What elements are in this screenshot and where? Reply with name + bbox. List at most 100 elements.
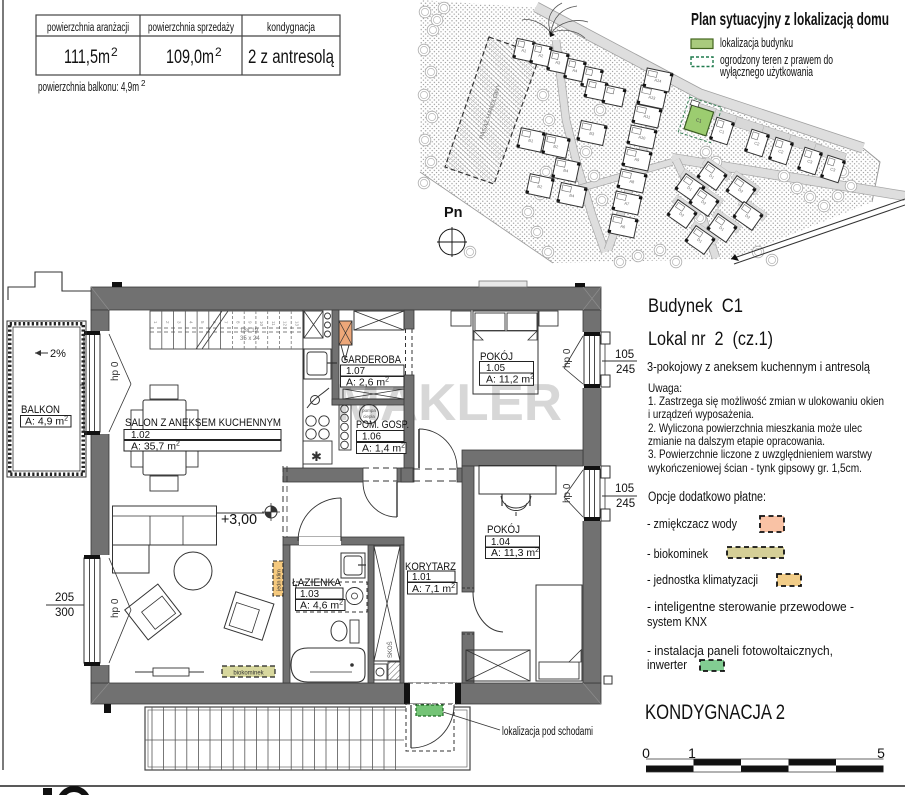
- svg-text:111,5m: 111,5m: [64, 47, 110, 68]
- svg-text:2%: 2%: [50, 348, 66, 360]
- svg-text:1.02: 1.02: [131, 429, 150, 441]
- svg-text:- jednostka klimatyzacji: - jednostka klimatyzacji: [647, 572, 758, 587]
- svg-text:8: 8: [236, 321, 241, 324]
- svg-text:lokalizacja budynku: lokalizacja budynku: [720, 36, 793, 50]
- svg-text:hp 0: hp 0: [110, 361, 121, 381]
- svg-text:3. Powierzchnie liczone z uwzg: 3. Powierzchnie liczone z uwzględnieniem…: [648, 447, 872, 461]
- svg-text:D2: D2: [744, 213, 752, 220]
- svg-text:hp 0: hp 0: [110, 598, 121, 618]
- svg-text:jedn klim: jedn klim: [277, 569, 283, 592]
- svg-text:2: 2: [215, 45, 222, 59]
- svg-text:A: 4,9 m2: A: 4,9 m2: [25, 416, 68, 428]
- svg-text:D1: D1: [718, 225, 726, 232]
- svg-text:4: 4: [188, 321, 193, 324]
- svg-text:POKÓJ: POKÓJ: [487, 523, 520, 536]
- svg-text:C2: C2: [778, 148, 785, 155]
- svg-text:5: 5: [877, 745, 885, 761]
- svg-text:245: 245: [616, 498, 635, 510]
- svg-text:- biokominek: - biokominek: [647, 546, 708, 561]
- svg-text:A: 4,6 m2: A: 4,6 m2: [300, 600, 343, 612]
- svg-text:B2: B2: [537, 184, 544, 190]
- svg-text:C3: C3: [807, 158, 814, 165]
- svg-text:A9: A9: [634, 157, 641, 163]
- svg-text:Budynek C1: Budynek C1: [648, 295, 743, 317]
- svg-text:D2: D2: [737, 187, 745, 194]
- svg-text:Uwaga:: Uwaga:: [648, 381, 682, 395]
- svg-text:A: 1,4 m2: A: 1,4 m2: [362, 443, 405, 455]
- svg-text:B1: B1: [528, 138, 535, 144]
- svg-text:biokominek: biokominek: [233, 671, 264, 677]
- svg-text:B4: B4: [569, 193, 576, 199]
- svg-text:109,0m: 109,0m: [166, 47, 214, 68]
- svg-text:18x 19: 18x 19: [240, 328, 259, 334]
- svg-text:A7: A7: [624, 201, 631, 207]
- svg-text:D1: D1: [686, 185, 694, 192]
- svg-text:wyłącznego użytkowania: wyłącznego użytkowania: [719, 65, 813, 79]
- svg-text:Pn: Pn: [444, 205, 463, 221]
- svg-text:A6: A6: [620, 224, 627, 230]
- svg-text:system KNX: system KNX: [647, 614, 707, 629]
- svg-text:5: 5: [200, 321, 205, 324]
- svg-text:300: 300: [55, 607, 74, 619]
- svg-text:A13: A13: [648, 94, 657, 101]
- svg-text:1.01: 1.01: [412, 571, 431, 583]
- svg-text:+3,00: +3,00: [221, 511, 257, 528]
- svg-text:1: 1: [688, 745, 696, 761]
- svg-text:245: 245: [616, 364, 635, 376]
- svg-text:2. Wyliczona powierzchnia mies: 2. Wyliczona powierzchnia mieszkania moż…: [648, 421, 862, 435]
- svg-text:ŁAZIENKA: ŁAZIENKA: [292, 577, 342, 589]
- svg-text:powierzchnia balkonu: 4,9m: powierzchnia balkonu: 4,9m: [38, 80, 139, 94]
- svg-text:1: 1: [153, 321, 158, 324]
- svg-text:A2: A2: [538, 53, 545, 59]
- svg-text:1. Zastrzega się możliwość zmi: 1. Zastrzega się możliwość zmian w uloko…: [648, 394, 884, 408]
- svg-text:POKÓJ: POKÓJ: [480, 350, 513, 363]
- svg-text:Plan sytuacyjny z lokalizacją: Plan sytuacyjny z lokalizacją domu: [691, 9, 889, 29]
- svg-text:2: 2: [111, 45, 118, 59]
- svg-text:11: 11: [271, 321, 276, 326]
- svg-text:A: 7,1 m2: A: 7,1 m2: [412, 583, 455, 595]
- svg-text:wykończeniowej ścian - tynk gi: wykończeniowej ścian - tynk gipsowy gr. …: [647, 461, 862, 475]
- svg-text:2 z antresolą: 2 z antresolą: [248, 47, 334, 68]
- svg-text:A8: A8: [629, 179, 636, 185]
- svg-text:105: 105: [615, 349, 634, 361]
- svg-text:✱: ✱: [311, 449, 322, 464]
- svg-text:A14: A14: [654, 77, 663, 84]
- svg-text:D1: D1: [708, 173, 716, 180]
- svg-text:3-pokojowy z aneksem kuchennym: 3-pokojowy z aneksem kuchennym i antreso…: [647, 359, 871, 374]
- svg-text:105: 105: [615, 483, 634, 495]
- svg-text:inwerter: inwerter: [647, 657, 688, 672]
- svg-text:2: 2: [165, 321, 170, 324]
- svg-text:1.04: 1.04: [491, 536, 510, 548]
- svg-text:KONDYGNACJA 2: KONDYGNACJA 2: [645, 700, 785, 724]
- svg-text:B4: B4: [563, 168, 570, 174]
- svg-text:205: 205: [55, 592, 74, 604]
- svg-text:C3: C3: [830, 166, 837, 173]
- svg-text:BALKON: BALKON: [21, 404, 60, 416]
- svg-text:D2: D2: [700, 199, 708, 206]
- svg-text:1.07: 1.07: [346, 365, 365, 377]
- svg-text:3: 3: [177, 321, 182, 324]
- svg-text:- instalacja paneli fotowoltai: - instalacja paneli fotowoltaicznych,: [647, 643, 833, 658]
- svg-text:A: 11,2 m2: A: 11,2 m2: [486, 374, 534, 386]
- svg-text:A10: A10: [638, 134, 647, 141]
- svg-text:SKOŚ: SKOŚ: [386, 641, 394, 658]
- svg-text:D2: D2: [678, 211, 686, 218]
- svg-text:A1: A1: [521, 48, 528, 54]
- svg-text:0: 0: [642, 745, 650, 761]
- svg-text:2: 2: [141, 79, 146, 88]
- svg-text:lokalizacja pod schodami: lokalizacja pod schodami: [502, 726, 593, 738]
- svg-text:ogrodzony teren z prawem do: ogrodzony teren z prawem do: [720, 53, 833, 67]
- svg-text:B2: B2: [553, 144, 560, 150]
- svg-text:POM. GOSP.: POM. GOSP.: [356, 419, 409, 431]
- svg-text:D1: D1: [696, 237, 704, 244]
- svg-text:zmianie na dalszym etapie opra: zmianie na dalszym etapie opracowania.: [648, 434, 825, 448]
- svg-text:kondygnacja: kondygnacja: [267, 22, 315, 34]
- svg-text:C1: C1: [695, 117, 702, 124]
- svg-text:7: 7: [224, 321, 229, 324]
- svg-text:- zmiękczacz wody: - zmiękczacz wody: [647, 516, 737, 531]
- svg-text:A: 35,7 m2: A: 35,7 m2: [131, 441, 180, 453]
- svg-text:A3: A3: [555, 60, 562, 66]
- svg-text:hp 0: hp 0: [562, 483, 573, 503]
- svg-text:1.06: 1.06: [362, 431, 381, 443]
- svg-text:A: 2,6 m2: A: 2,6 m2: [346, 377, 389, 389]
